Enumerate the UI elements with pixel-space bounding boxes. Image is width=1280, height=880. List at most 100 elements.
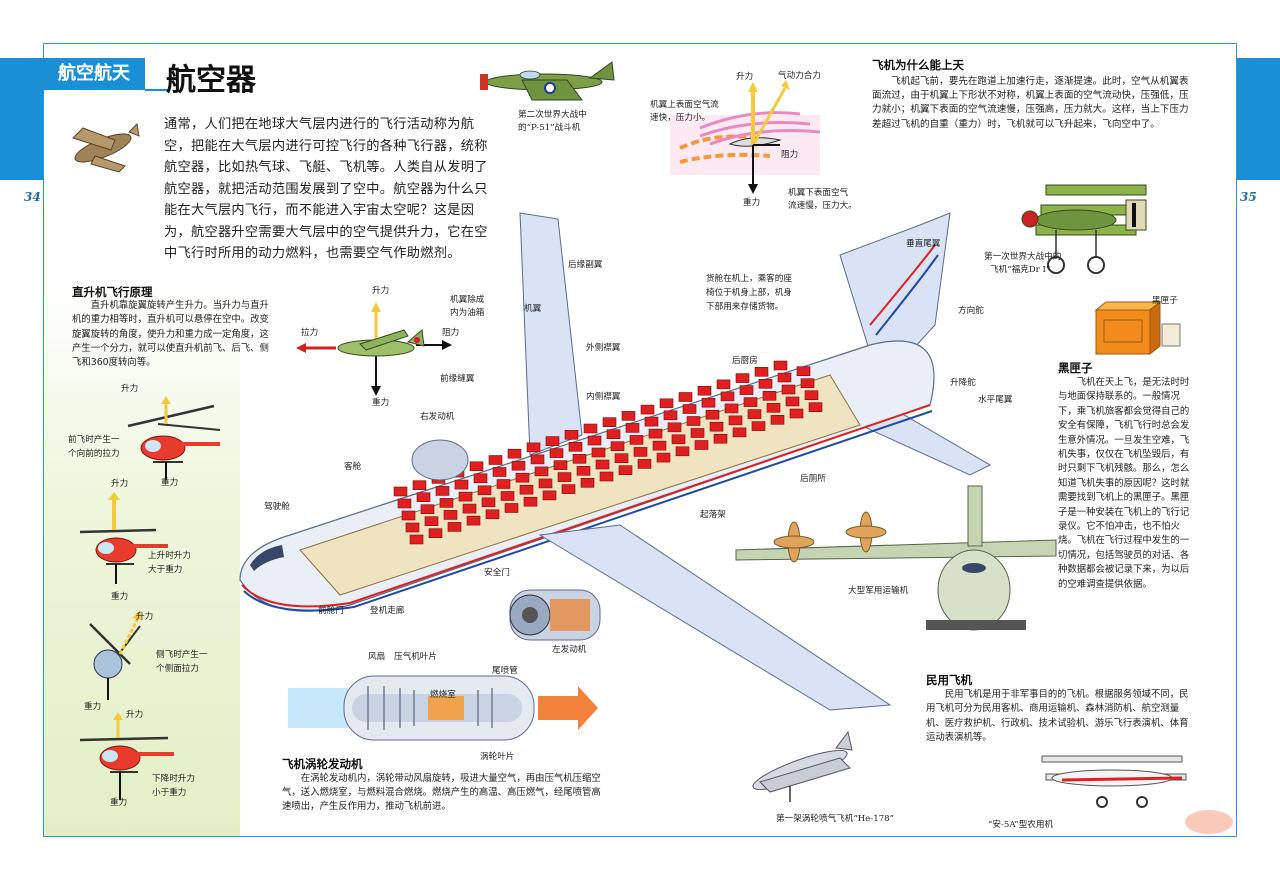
left-side-band <box>0 58 43 180</box>
heli3-lift-label: 升力 <box>136 612 154 622</box>
engine-left-label: 左发动机 <box>552 645 587 655</box>
cabin-seat <box>690 428 705 438</box>
cabin-seat <box>728 415 743 426</box>
cabin-seat <box>576 465 591 476</box>
cabin-seat <box>610 441 625 451</box>
an2-illustration <box>1041 755 1187 808</box>
cabin-seat <box>720 391 735 402</box>
engine-right-label: 右发动机 <box>420 412 455 422</box>
lower-surface-label-1: 机翼下表面空气 <box>788 188 849 198</box>
cabin-seat <box>538 478 553 489</box>
lower-surface-label-2: 流速慢，压力大。 <box>788 201 857 211</box>
cabin-seat <box>481 497 496 508</box>
combustion-label: 燃烧室 <box>430 690 456 700</box>
cabin-seat <box>492 467 507 477</box>
cabin-seat <box>435 486 450 496</box>
civil-text: 民用飞机是用于非军事目的的飞机。根据服务领域不同，民用飞机可分为民用客机、商用运… <box>926 689 1189 743</box>
gear-label: 起落架 <box>700 510 726 520</box>
heli1-gravity-label: 重力 <box>161 478 179 488</box>
cabin-seat <box>747 409 762 419</box>
cabin-seat <box>553 460 568 470</box>
cabin-seat <box>770 415 785 425</box>
leading-edge-label: 前缘缝翼 <box>440 374 475 384</box>
heli3-gravity-label: 重力 <box>84 702 102 712</box>
cabin-seat <box>393 486 408 497</box>
heli4-gravity-label: 重力 <box>110 798 128 808</box>
cabin-seat <box>785 396 800 407</box>
cabin-seat <box>701 397 716 408</box>
cockpit-label: 驾驶舱 <box>264 502 290 512</box>
cabin-seat <box>808 402 823 412</box>
cabin-seat <box>561 484 576 494</box>
heli4-lift-label: 升力 <box>126 710 144 720</box>
cabin-seat <box>595 459 610 470</box>
cabin-seat <box>629 435 644 445</box>
heli-down-label-1: 下降时升力 <box>152 774 195 784</box>
cabin-seat <box>656 452 671 463</box>
cabin-seat <box>766 403 781 413</box>
cabin-seat <box>591 447 606 458</box>
page-title: 航空器 <box>166 63 256 98</box>
cabin-seat <box>511 460 526 471</box>
heli-down-label-2: 小于重力 <box>152 788 187 798</box>
cabin-seat <box>485 509 500 520</box>
cabin-seat <box>439 498 454 508</box>
cabin-seat <box>781 384 796 395</box>
drag-label: 阻力 <box>781 150 799 160</box>
galley-label: 后厨房 <box>732 356 758 366</box>
cabin-seat <box>663 410 678 421</box>
page-frame <box>43 43 1237 837</box>
cabin-seat <box>557 472 572 482</box>
cabin-seat <box>804 390 819 400</box>
helicopter-side-illustration <box>89 610 142 700</box>
right-side-band <box>1237 58 1280 180</box>
force-lift-label: 升力 <box>372 286 390 296</box>
helicopter-up-illustration <box>79 492 168 584</box>
heli1-lift-label: 升力 <box>121 384 139 394</box>
cabin-seat <box>462 503 477 514</box>
blackbox-label: 黑匣子 <box>1152 296 1178 306</box>
cabin-seat <box>694 440 709 450</box>
fan-label: 风扇 <box>368 652 386 662</box>
cabin-seat <box>739 385 754 395</box>
flap2-label: 外侧襟翼 <box>586 343 621 353</box>
tail-nozzle-label: 尾喷管 <box>492 666 518 676</box>
cabin-seat <box>652 440 667 451</box>
cabin-seat <box>762 391 777 401</box>
cabin-seat <box>713 433 728 444</box>
boarding-label: 登机走廊 <box>370 606 405 616</box>
toy-plane-illustration <box>72 122 140 173</box>
cargo-transport-illustration <box>735 485 1057 631</box>
flap3-label: 内侧襟翼 <box>586 392 621 402</box>
cabin-seat <box>789 408 804 419</box>
cabin-seat <box>686 416 701 426</box>
cabin-seat <box>606 429 621 439</box>
fokker-dr1-illustration <box>1021 184 1147 274</box>
cabin-seat <box>572 454 587 464</box>
cabin-seat <box>428 528 443 539</box>
cabin-seat <box>488 455 503 465</box>
safety-door-label: 安全门 <box>484 568 510 578</box>
cargo-label-3: 下部用来存储货物。 <box>706 302 784 312</box>
wing-text-label: 机翼 <box>524 304 542 314</box>
cabin-seat <box>466 515 481 526</box>
compressor-label: 压气机叶片 <box>394 652 437 662</box>
cabin-seat <box>542 490 557 501</box>
cabin-seat <box>735 373 750 383</box>
heli-up-label-1: 上升时升力 <box>148 551 191 561</box>
cabin-seat <box>618 465 633 476</box>
airliner-cutaway-illustration <box>239 212 992 711</box>
cabin-seat <box>773 360 788 371</box>
cabin-seat <box>458 491 473 502</box>
force-thrust-label: 拉力 <box>301 328 319 338</box>
lift-label: 升力 <box>736 72 754 82</box>
cabin-seat <box>500 491 515 501</box>
cabin-seat <box>800 378 815 388</box>
upper-surface-label-2: 速快，压力小。 <box>650 113 711 123</box>
cabin-seat <box>716 379 731 390</box>
cabin-seat <box>583 423 598 434</box>
cabin-seat <box>473 473 488 484</box>
front-door-label: 前舱门 <box>318 606 344 616</box>
cabin-seat <box>602 417 617 427</box>
cargo-label-1: 货舱在机上，乘客的座 <box>706 274 792 284</box>
